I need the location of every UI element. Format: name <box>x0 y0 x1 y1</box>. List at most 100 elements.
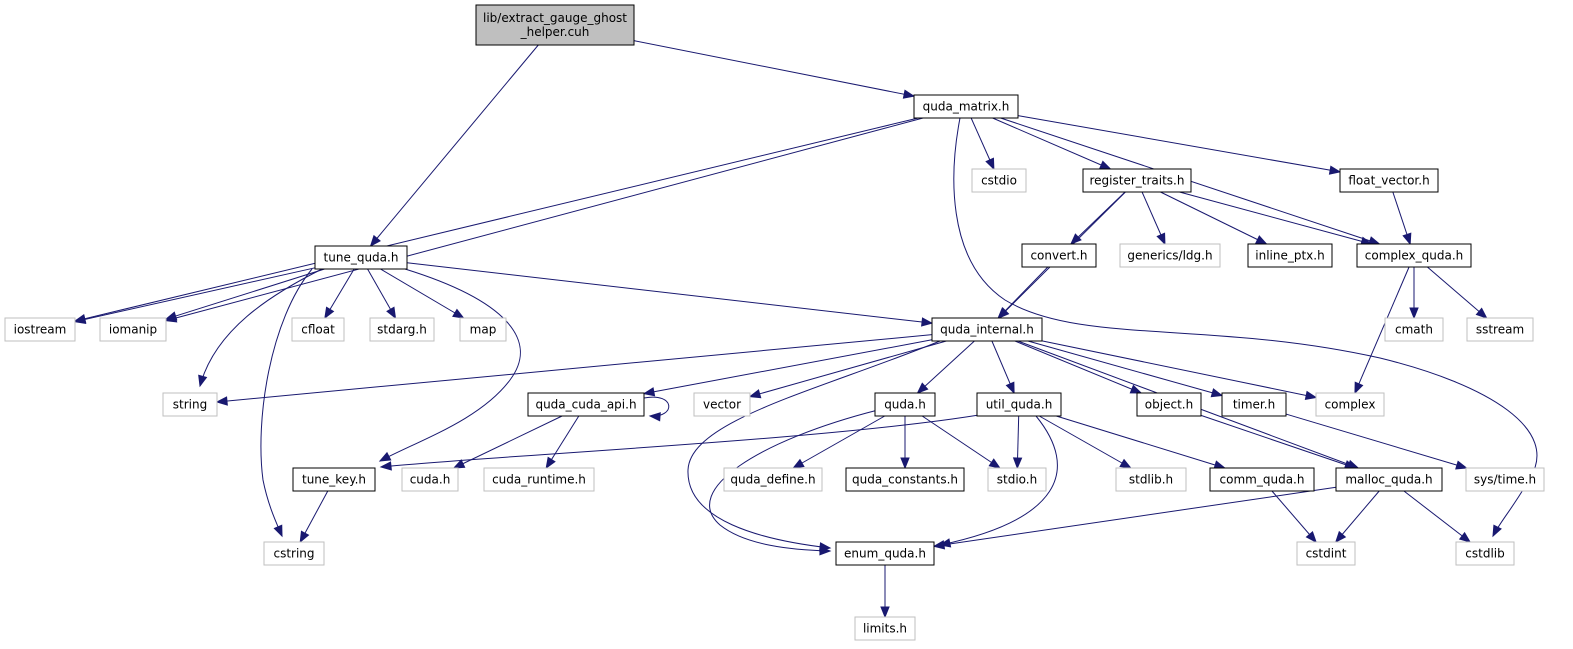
arrowhead <box>73 314 87 324</box>
node-tune_quda[interactable]: tune_quda.h <box>314 245 408 270</box>
edge-comm_quda-to-cstdint <box>1271 490 1317 544</box>
arrowhead <box>932 540 946 550</box>
node-convert[interactable]: convert.h <box>1021 243 1097 268</box>
node-box <box>913 94 1019 119</box>
node-quda_constants[interactable]: quda_constants.h <box>845 467 965 492</box>
arrowhead <box>1334 530 1347 544</box>
node-box <box>835 541 935 566</box>
node-enum_quda[interactable]: enum_quda.h <box>835 541 935 566</box>
edge-line <box>216 334 933 403</box>
node-cfloat: cfloat <box>291 317 345 342</box>
arrowhead <box>748 389 762 399</box>
node-float_vector[interactable]: float_vector.h <box>1339 168 1439 193</box>
node-malloc_quda[interactable]: malloc_quda.h <box>1335 467 1443 492</box>
node-box <box>723 467 823 492</box>
arrowhead <box>452 459 466 469</box>
node-quda_matrix[interactable]: quda_matrix.h <box>913 94 1019 119</box>
edge-line <box>792 415 886 469</box>
node-label: comm_quda.h <box>1220 473 1305 487</box>
edge-root-to-tune_quda <box>369 44 539 248</box>
arrowhead <box>900 457 910 470</box>
arrowhead <box>452 308 465 319</box>
edge-quda_internal-to-util_quda <box>991 340 1015 395</box>
node-label: object.h <box>1145 398 1193 412</box>
node-box <box>475 4 635 46</box>
node-limits: limits.h <box>854 616 916 641</box>
node-label: sys/time.h <box>1474 473 1536 487</box>
edge-layer <box>73 40 1538 619</box>
arrowhead <box>1005 381 1015 395</box>
edge-quda_internal-to-quda_cuda_api <box>642 339 933 397</box>
node-cuda_runtime: cuda_runtime.h <box>483 467 595 492</box>
node-map: map <box>459 317 507 342</box>
edge-quda-to-quda_define <box>792 415 886 469</box>
node-label: iostream <box>14 323 67 337</box>
edge-tune_quda-to-string <box>198 268 323 388</box>
edge-quda_matrix-to-register_traits <box>992 117 1112 170</box>
node-box <box>263 541 325 566</box>
node-register_traits[interactable]: register_traits.h <box>1082 168 1192 193</box>
edge-line <box>165 117 924 322</box>
arrowhead <box>1255 235 1268 245</box>
edge-malloc_quda-to-cstdint <box>1334 490 1380 544</box>
arrowhead <box>1354 381 1364 395</box>
arrowhead <box>921 317 934 327</box>
edge-line <box>165 268 325 320</box>
node-cuda: cuda.h <box>401 467 459 492</box>
arrowhead <box>916 382 929 394</box>
node-box <box>527 392 645 417</box>
edge-quda_internal-to-string <box>215 334 933 406</box>
node-util_quda[interactable]: util_quda.h <box>976 392 1062 417</box>
arrowhead <box>386 306 397 320</box>
node-box <box>1296 541 1356 566</box>
node-root[interactable]: lib/extract_gauge_ghost_helper.cuh <box>475 4 635 46</box>
arrowhead <box>545 456 556 470</box>
node-quda_internal[interactable]: quda_internal.h <box>931 317 1043 342</box>
edge-quda-to-enum_quda <box>709 409 879 556</box>
arrowhead <box>880 606 890 619</box>
edge-line <box>687 340 941 549</box>
node-inline_ptx[interactable]: inline_ptx.h <box>1247 243 1333 268</box>
arrowhead <box>1098 160 1112 170</box>
node-complex_quda[interactable]: complex_quda.h <box>1356 243 1472 268</box>
edge-line <box>1403 490 1471 543</box>
edge-line <box>1427 266 1487 319</box>
edge-quda_internal-to-object <box>1014 340 1143 394</box>
node-complex: complex <box>1315 392 1385 417</box>
edge-tune_quda-to-quda_internal <box>406 262 934 327</box>
edge-line <box>1070 191 1126 245</box>
edge-tune_quda-to-tune_key <box>378 268 521 462</box>
edge-quda_internal-to-vector <box>748 340 947 399</box>
edge-line <box>1017 115 1341 173</box>
edge-line <box>992 117 1111 170</box>
node-iostream: iostream <box>4 317 76 342</box>
edge-tune_quda-to-iomanip <box>164 268 325 321</box>
node-label: cuda_runtime.h <box>492 473 586 487</box>
edge-line <box>1179 191 1372 245</box>
edge-quda_internal-to-quda <box>916 340 975 394</box>
edge-line <box>199 268 323 387</box>
node-box <box>845 467 965 492</box>
node-box <box>162 392 218 417</box>
node-box <box>1115 467 1187 492</box>
edge-tune_quda-to-stdarg <box>367 268 397 320</box>
node-label: stdlib.h <box>1129 473 1173 487</box>
edge-util_quda-to-stdlib <box>1038 415 1132 469</box>
node-box <box>1384 317 1444 342</box>
node-tune_key[interactable]: tune_key.h <box>292 467 376 492</box>
node-comm_quda[interactable]: comm_quda.h <box>1209 467 1315 492</box>
node-label: register_traits.h <box>1090 174 1185 188</box>
edge-register_traits-to-complex_quda <box>1179 191 1373 246</box>
node-quda[interactable]: quda.h <box>874 392 936 417</box>
edge-line <box>917 340 975 394</box>
arrowhead <box>324 306 335 320</box>
node-quda_cuda_api[interactable]: quda_cuda_api.h <box>527 392 645 417</box>
node-box <box>1247 243 1333 268</box>
edge-object-to-malloc_quda <box>1200 414 1357 470</box>
node-object[interactable]: object.h <box>1136 392 1202 417</box>
node-box <box>874 392 936 417</box>
edge-line <box>1041 340 1317 398</box>
node-label: quda_define.h <box>730 473 815 487</box>
edge-line <box>1160 191 1267 245</box>
node-timer[interactable]: timer.h <box>1221 392 1287 417</box>
